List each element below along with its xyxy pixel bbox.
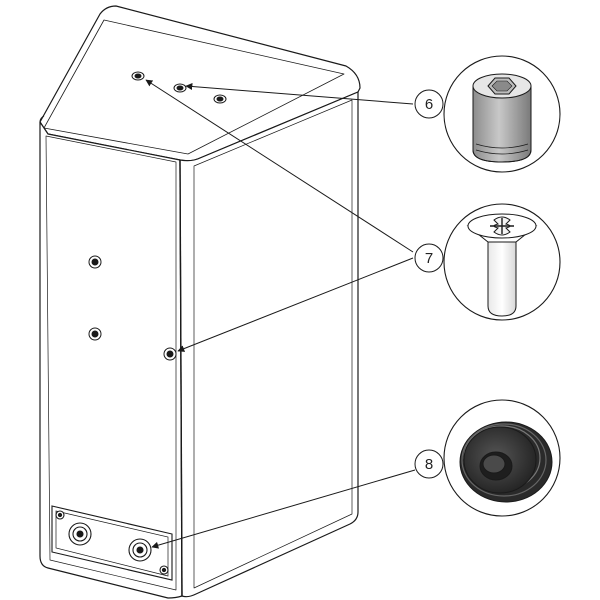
- cabinet-front-edge: [179, 159, 183, 597]
- side-hole-3: [163, 347, 177, 361]
- callout-6: 6: [414, 89, 444, 119]
- speaker-cabinet: [39, 5, 361, 599]
- top-hole-3: [213, 94, 227, 104]
- side-hole-1: [88, 255, 102, 269]
- top-screw-holes: [131, 71, 227, 104]
- detail-flat-head-screw: [443, 203, 561, 321]
- detail-rubber-grommet: [443, 399, 561, 517]
- cabinet-right-face: [179, 91, 359, 598]
- leader-7a: [145, 79, 414, 253]
- top-hole-2: [173, 83, 187, 93]
- cabinet-top-edge-left: [39, 115, 45, 123]
- cabinet-right-face-inner: [193, 99, 353, 589]
- callout-6-number: 6: [425, 96, 433, 113]
- callout-7: 7: [414, 243, 444, 273]
- speakon-jack-2: [128, 538, 152, 562]
- plate-screw-1: [55, 510, 65, 520]
- side-hole-2: [88, 327, 102, 341]
- callout-8-number: 8: [425, 456, 433, 473]
- callout-7-number: 7: [425, 250, 433, 267]
- speakon-jack-1: [68, 522, 92, 546]
- leader-7b: [177, 257, 414, 352]
- cabinet-left-face-inner: [45, 135, 177, 591]
- detail-hex-set-screw: [443, 55, 561, 173]
- leader-lines: [145, 79, 416, 549]
- connector-plate: [51, 505, 173, 581]
- cabinet-top-bevel: [43, 19, 345, 155]
- leader-8: [151, 469, 416, 549]
- phillips-screw-icon: [466, 213, 538, 317]
- callout-8: 8: [414, 449, 444, 479]
- side-screw-holes: [88, 255, 177, 361]
- leader-6: [185, 83, 414, 105]
- plate-screw-2: [159, 565, 169, 575]
- top-hole-1: [131, 71, 145, 81]
- hex-set-screw-icon: [472, 73, 532, 163]
- rubber-grommet-icon: [459, 421, 553, 503]
